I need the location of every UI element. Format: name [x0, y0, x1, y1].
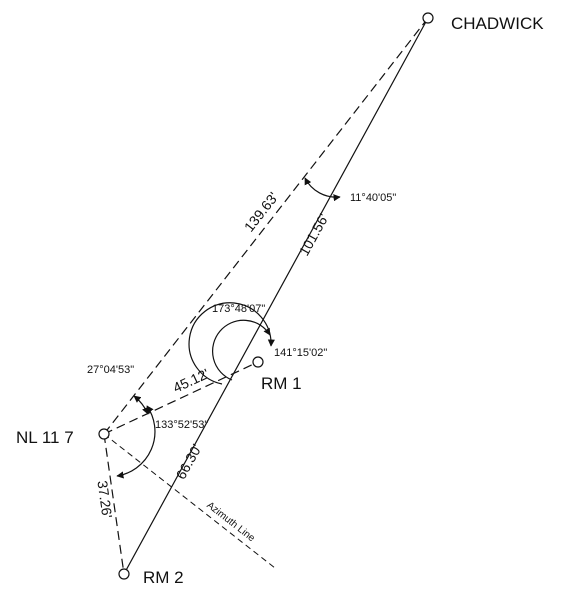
dist-nl-chadwick: 139.63'	[241, 189, 282, 235]
line-chadwick-nl117	[103, 17, 429, 435]
angle-arc-chadwick	[304, 177, 341, 202]
angle-label-chadwick: 11°40'05"	[350, 192, 396, 204]
azimuth-line-label: Azimuth Line	[204, 500, 257, 545]
station-rm1-marker	[252, 356, 264, 368]
dist-nl-rm1: 45.12'	[170, 365, 211, 395]
dist-rm1-chadwick: 101.56'	[296, 211, 332, 259]
station-nl117-marker	[98, 428, 110, 440]
line-nl117-rm2	[103, 433, 125, 575]
angle-arc-rm1-outer	[188, 302, 275, 385]
angle-label-rm1-outer: 173°48'07"	[212, 303, 265, 315]
angle-label-nl-lower: 133°52'53"	[155, 419, 208, 431]
dist-nl-rm2: 37.26'	[94, 480, 115, 520]
label-nl117: NL 11 7	[16, 428, 74, 447]
label-rm2: RM 2	[143, 568, 184, 587]
label-chadwick: CHADWICK	[451, 14, 544, 33]
station-chadwick-marker	[422, 12, 434, 24]
station-rm2-marker	[118, 568, 130, 580]
angle-arc-rm1-inner	[212, 319, 271, 381]
dist-rm1-rm2: 66.30'	[172, 441, 204, 482]
angle-arc-nl-lower	[116, 405, 156, 479]
angle-label-nl-upper: 27°04'53"	[87, 364, 134, 376]
angle-label-rm1-inner: 141°15'02"	[274, 347, 327, 359]
azimuth-line	[103, 433, 276, 569]
label-rm1: RM 1	[261, 374, 302, 393]
line-chadwick-rm2	[123, 17, 429, 575]
angle-arc-nl-upper	[133, 395, 149, 415]
